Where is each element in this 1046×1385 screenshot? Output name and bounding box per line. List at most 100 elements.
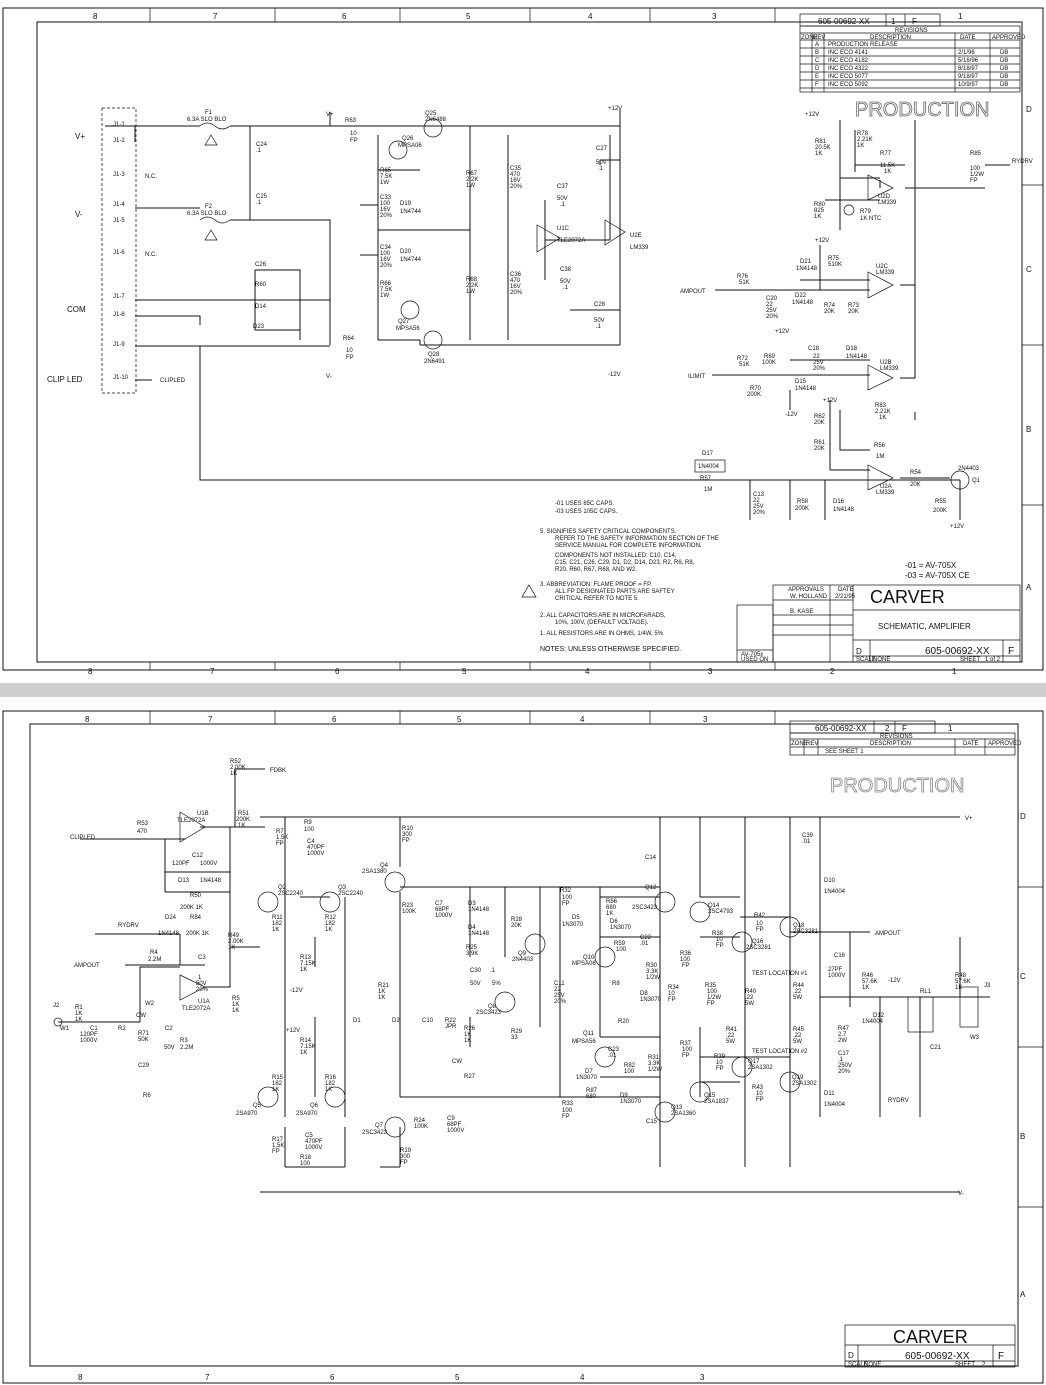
svg-text:F1: F1 bbox=[205, 110, 213, 116]
svg-text:Q19: Q19 bbox=[792, 1075, 804, 1081]
svg-text:Q28: Q28 bbox=[428, 352, 440, 358]
svg-text:1 of 2: 1 of 2 bbox=[985, 657, 1001, 663]
svg-text:R76: R76 bbox=[737, 274, 749, 280]
svg-text:R27: R27 bbox=[464, 1074, 476, 1080]
svg-text:25V: 25V bbox=[753, 504, 764, 510]
svg-text:TLE2072A: TLE2072A bbox=[557, 238, 585, 244]
svg-text:ZONE: ZONE bbox=[791, 741, 808, 747]
svg-text:2.00K: 2.00K bbox=[230, 765, 246, 771]
svg-text:R29: R29 bbox=[511, 1029, 523, 1035]
svg-text:5/16/96: 5/16/96 bbox=[958, 58, 979, 64]
svg-text:R31: R31 bbox=[648, 1055, 660, 1061]
svg-text:25V: 25V bbox=[554, 993, 565, 999]
svg-text:7.15K: 7.15K bbox=[300, 1044, 316, 1050]
svg-text:1N3070: 1N3070 bbox=[610, 925, 632, 931]
svg-text:33: 33 bbox=[511, 1035, 518, 1041]
zone-top-8: 8 bbox=[93, 12, 98, 21]
svg-text:100K: 100K bbox=[414, 1124, 428, 1130]
zone-bottom-1: 1 bbox=[952, 667, 957, 676]
svg-text:.01: .01 bbox=[608, 1053, 617, 1059]
svg-text:200K 1K: 200K 1K bbox=[180, 905, 203, 911]
svg-text:5W: 5W bbox=[726, 1039, 735, 1045]
transistor-q9 bbox=[524, 933, 546, 955]
svg-text:R63: R63 bbox=[345, 118, 357, 124]
svg-text:R53: R53 bbox=[137, 821, 149, 827]
svg-text:R2: R2 bbox=[118, 1026, 126, 1032]
svg-text:R41: R41 bbox=[726, 1027, 738, 1033]
svg-text:2. ALL CAPACITORS ARE IN MICR: 2. ALL CAPACITORS ARE IN MICROFARADS, bbox=[540, 613, 666, 619]
svg-text:1K: 1K bbox=[300, 967, 307, 973]
svg-text:1K: 1K bbox=[230, 771, 237, 777]
transistor-q18 bbox=[779, 916, 801, 938]
svg-text:LM339: LM339 bbox=[878, 200, 897, 206]
svg-text:470PF: 470PF bbox=[305, 1139, 323, 1145]
svg-text:20%: 20% bbox=[380, 213, 393, 219]
svg-text:SERVICE MANUAL FOR COMPLETE IN: SERVICE MANUAL FOR COMPLETE INFORMATION. bbox=[555, 543, 702, 549]
svg-text:470PF: 470PF bbox=[307, 845, 325, 851]
svg-text:2SC3423: 2SC3423 bbox=[476, 1010, 502, 1016]
svg-text:+12V: +12V bbox=[815, 238, 829, 244]
svg-text:J1-8: J1-8 bbox=[113, 312, 125, 318]
svg-text:1K: 1K bbox=[325, 1087, 332, 1093]
svg-text:DESCRIPTION: DESCRIPTION bbox=[870, 35, 911, 41]
svg-text:C15: C15 bbox=[646, 1119, 658, 1125]
svg-text:R86: R86 bbox=[606, 899, 618, 905]
svg-text:REV: REV bbox=[806, 741, 818, 747]
svg-text:.22: .22 bbox=[745, 995, 754, 1001]
svg-text:4: 4 bbox=[580, 715, 585, 724]
svg-text:A: A bbox=[1020, 1290, 1026, 1299]
svg-text:Q14: Q14 bbox=[708, 903, 720, 909]
svg-text:1N4148: 1N4148 bbox=[796, 266, 818, 272]
svg-text:8: 8 bbox=[78, 1373, 83, 1382]
svg-text:.1: .1 bbox=[490, 968, 496, 974]
svg-text:1/2W: 1/2W bbox=[707, 995, 721, 1001]
svg-text:51K: 51K bbox=[739, 280, 750, 286]
svg-text:R22: R22 bbox=[445, 1018, 457, 1024]
svg-text:1000V: 1000V bbox=[447, 1128, 464, 1134]
svg-text:R43: R43 bbox=[752, 1085, 764, 1091]
svg-text:C14: C14 bbox=[645, 855, 657, 861]
svg-text:C22: C22 bbox=[640, 935, 652, 941]
svg-text:2SA1360: 2SA1360 bbox=[671, 1111, 696, 1117]
svg-text:1000V: 1000V bbox=[828, 973, 845, 979]
svg-text:1W: 1W bbox=[380, 180, 389, 186]
svg-text:1N4148: 1N4148 bbox=[468, 907, 490, 913]
svg-text:57.6K: 57.6K bbox=[862, 979, 878, 985]
svg-text:FP: FP bbox=[970, 178, 978, 184]
svg-text:10: 10 bbox=[668, 991, 675, 997]
svg-text:1/2W: 1/2W bbox=[970, 172, 984, 178]
svg-text:5: 5 bbox=[455, 1373, 460, 1382]
svg-text:Q7: Q7 bbox=[375, 1123, 384, 1129]
diode-d17 bbox=[694, 459, 726, 473]
svg-text:680: 680 bbox=[606, 905, 617, 911]
svg-text:100: 100 bbox=[562, 895, 573, 901]
svg-text:D9: D9 bbox=[620, 1093, 628, 1099]
svg-text:R21: R21 bbox=[378, 983, 390, 989]
svg-text:.1: .1 bbox=[256, 200, 262, 206]
svg-text:F: F bbox=[902, 724, 907, 733]
svg-text:J2: J2 bbox=[53, 1003, 60, 1009]
svg-text:F2: F2 bbox=[205, 204, 213, 210]
svg-text:C24: C24 bbox=[256, 142, 268, 148]
svg-text:R24: R24 bbox=[414, 1118, 426, 1124]
transistor-q15 bbox=[689, 1081, 711, 1103]
svg-text:W1: W1 bbox=[60, 1026, 70, 1032]
svg-text:C16: C16 bbox=[834, 953, 846, 959]
svg-text:CW: CW bbox=[452, 1059, 462, 1065]
svg-text:FP: FP bbox=[716, 1066, 724, 1072]
svg-text:5W: 5W bbox=[793, 995, 802, 1001]
svg-text:MPSA06: MPSA06 bbox=[572, 961, 596, 967]
svg-text:J1-4: J1-4 bbox=[113, 202, 125, 208]
svg-text:2/21/95: 2/21/95 bbox=[835, 594, 856, 600]
schematic-sheet-1: 8 7 6 5 4 3 1 8 7 6 5 4 3 2 1 D C B A 60… bbox=[0, 0, 1046, 683]
zone-bottom-8: 8 bbox=[88, 667, 93, 676]
svg-text:182: 182 bbox=[325, 1081, 336, 1087]
drawing-number: 605-00692-XX bbox=[905, 1351, 970, 1362]
svg-text:J1-6: J1-6 bbox=[113, 250, 125, 256]
svg-text:22: 22 bbox=[766, 302, 773, 308]
svg-text:R6: R6 bbox=[143, 1093, 151, 1099]
svg-text:R79: R79 bbox=[860, 209, 872, 215]
svg-text:R51: R51 bbox=[238, 811, 250, 817]
net-vminus: V- bbox=[958, 1191, 964, 1197]
svg-text:D10: D10 bbox=[824, 878, 836, 884]
